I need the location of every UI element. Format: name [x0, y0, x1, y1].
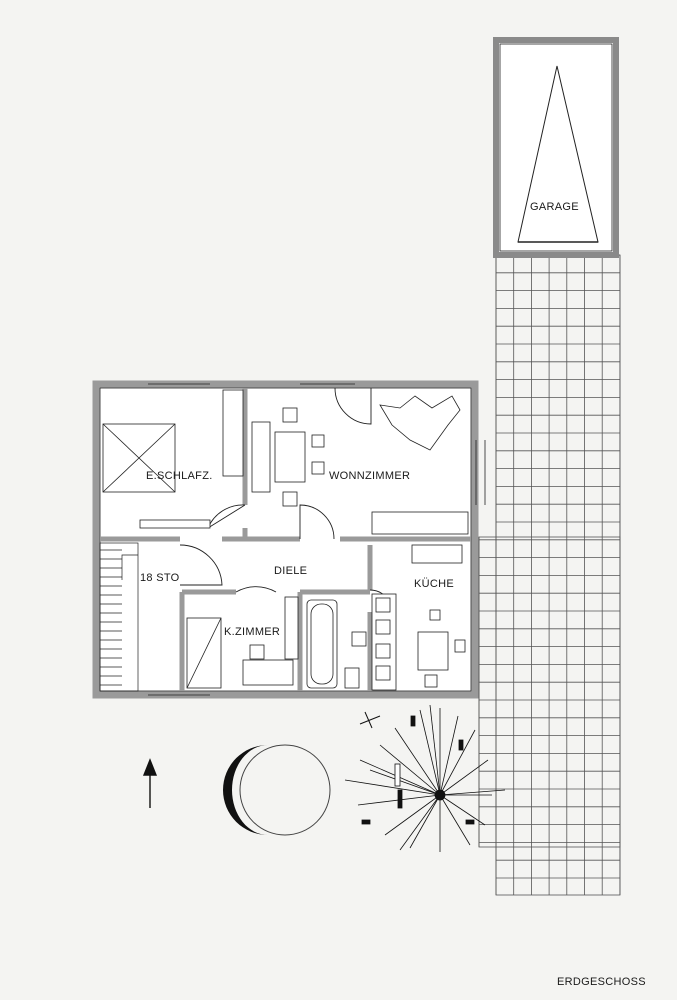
- north-arrow-icon: [142, 758, 158, 808]
- label-schlafzimmer: E.SCHLAFZ.: [146, 470, 213, 482]
- label-kinderzimmer: K.ZIMMER: [224, 626, 280, 638]
- label-geschoss: ERDGESCHOSS: [557, 976, 646, 988]
- shadow-study-icon: [344, 704, 506, 852]
- staircase: [99, 542, 139, 692]
- garage: [493, 37, 619, 258]
- sun-path-icon: [223, 744, 331, 836]
- label-wohnzimmer: WONNZIMMER: [329, 470, 410, 482]
- furniture: [102, 389, 469, 691]
- label-kueche: KÜCHE: [414, 578, 454, 590]
- room-labels: GARAGE E.SCHLAFZ. WONNZIMMER 18 STO DIEL…: [140, 201, 646, 988]
- paving-grid: [478, 254, 621, 896]
- label-stufen: 18 STO: [140, 572, 180, 584]
- label-garage: GARAGE: [530, 201, 579, 213]
- label-diele: DIELE: [274, 565, 307, 577]
